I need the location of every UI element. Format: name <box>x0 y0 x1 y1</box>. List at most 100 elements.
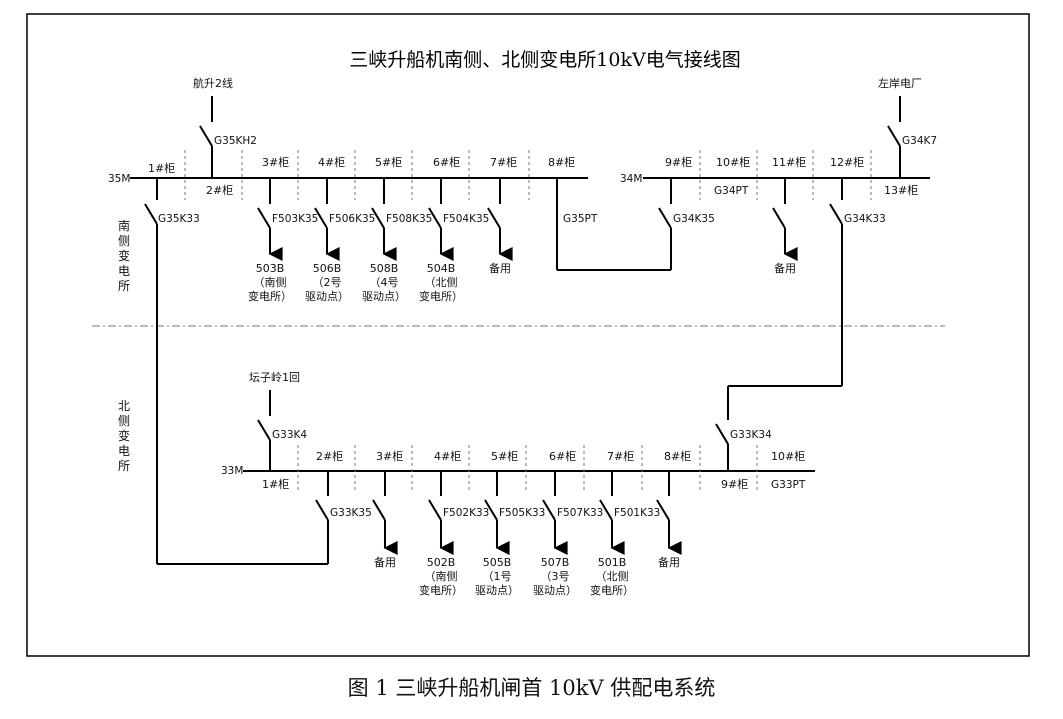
label-g33k35: G33K35 <box>330 507 372 519</box>
feeder-f505 <box>484 471 510 555</box>
label-g35pt: G35PT <box>563 213 598 225</box>
label-f507: F507K33 <box>557 507 603 519</box>
diagram-border <box>26 13 1030 657</box>
south-left-separators <box>184 150 530 200</box>
feeder-f502 <box>428 471 454 555</box>
cabinet-n3: 3#柜 <box>376 450 403 463</box>
south-char-3: 变 <box>118 248 130 263</box>
cabinet-s2: 2#柜 <box>206 184 233 197</box>
load-506b-2: （2号 <box>313 276 342 289</box>
south-substation-label: 南 侧 变 电 所 <box>118 218 130 293</box>
load-507b-2: （3号 <box>541 570 570 583</box>
cabinet-n5: 5#柜 <box>491 450 518 463</box>
figure-caption: 图 1 三峡升船机闸首 10kV 供配电系统 <box>347 676 716 700</box>
load-508b-2: （4号 <box>370 276 399 289</box>
label-g34k33: G34K33 <box>844 213 886 225</box>
load-505b-3: 驱动点） <box>475 584 519 597</box>
switch-g33k34 <box>715 418 729 471</box>
tie-35m-34m <box>556 178 672 271</box>
load-spare-n8: 备用 <box>658 555 680 569</box>
south-char-2: 侧 <box>118 234 130 248</box>
load-506b-3: 驱动点） <box>305 290 349 303</box>
cabinet-s9: 9#柜 <box>665 156 692 169</box>
label-f508: F508K35 <box>386 213 432 225</box>
label-g35k33: G35K33 <box>158 213 200 225</box>
cabinet-n1: 1#柜 <box>262 478 289 491</box>
north-char-1: 北 <box>118 399 130 413</box>
load-505b-1: 505B <box>483 556 512 569</box>
label-f505: F505K33 <box>499 507 545 519</box>
load-501b-3: 变电所） <box>590 583 634 597</box>
load-501b-2: （北侧 <box>596 570 629 583</box>
load-503b-1: 503B <box>256 262 285 275</box>
switch-g34k7 <box>887 96 901 178</box>
label-f503: F503K35 <box>272 213 318 225</box>
load-503b-3: 变电所） <box>248 289 292 303</box>
label-g34pt: G34PT <box>714 185 749 197</box>
cabinet-s5: 5#柜 <box>375 156 402 169</box>
switch-g35kh2 <box>199 96 213 178</box>
cabinet-s4: 4#柜 <box>318 156 345 169</box>
feeder-f508 <box>371 178 397 261</box>
load-504b-2: （北侧 <box>425 276 458 289</box>
incoming-hangsheng-label: 航升2线 <box>193 76 233 90</box>
south-char-5: 所 <box>118 279 130 293</box>
feeder-spare-s11 <box>772 178 798 261</box>
feeder-spare-n3 <box>372 471 398 555</box>
cabinet-n2: 2#柜 <box>316 450 343 463</box>
incoming-zuoan-label: 左岸电厂 <box>878 77 922 90</box>
north-substation-label: 北 侧 变 电 所 <box>118 399 130 473</box>
cabinet-s11: 11#柜 <box>772 156 806 169</box>
load-502b-1: 502B <box>427 556 456 569</box>
load-spare-s7: 备用 <box>489 261 511 275</box>
bus-34m-label: 34M <box>620 173 642 185</box>
label-g33k34: G33K34 <box>730 429 772 441</box>
cabinet-s12: 12#柜 <box>830 156 864 169</box>
switch-g33k4 <box>257 390 271 471</box>
feeder-f506 <box>314 178 340 261</box>
north-char-5: 所 <box>118 459 130 473</box>
feeder-spare-n8 <box>656 471 682 555</box>
load-501b-1: 501B <box>598 556 627 569</box>
feeder-f501 <box>599 471 625 555</box>
south-char-1: 南 <box>118 218 130 233</box>
bus-35m-label: 35M <box>108 173 130 185</box>
load-502b-2: （南侧 <box>425 570 458 583</box>
cabinet-s7: 7#柜 <box>490 156 517 169</box>
label-f501: F501K33 <box>614 507 660 519</box>
cabinet-n8: 8#柜 <box>664 450 691 463</box>
switch-g33k35 <box>315 471 329 521</box>
label-g35kh2: G35KH2 <box>214 135 257 147</box>
switch-g35k33 <box>144 178 329 565</box>
feeder-f504 <box>428 178 454 261</box>
label-f502: F502K33 <box>443 507 489 519</box>
cabinet-s3: 3#柜 <box>262 156 289 169</box>
load-507b-3: 驱动点） <box>533 584 577 597</box>
load-502b-3: 变电所） <box>419 583 463 597</box>
cabinet-s6: 6#柜 <box>433 156 460 169</box>
load-507b-1: 507B <box>541 556 570 569</box>
incoming-tanziling-label: 坛子岭1回 <box>249 370 300 384</box>
switch-g34k33 <box>727 178 843 418</box>
load-503b-2: （南侧 <box>254 276 287 289</box>
cabinet-s10: 10#柜 <box>716 156 750 169</box>
label-f506: F506K35 <box>329 213 375 225</box>
north-separators <box>297 445 758 492</box>
label-g34k35: G34K35 <box>673 213 715 225</box>
feeder-spare-s7 <box>487 178 513 261</box>
cabinet-n9: 9#柜 <box>721 478 748 491</box>
diagram-title: 三峡升船机南侧、北侧变电所10kV电气接线图 <box>349 49 740 71</box>
cabinet-s1: 1#柜 <box>148 162 175 175</box>
south-right-separators <box>699 150 872 200</box>
feeder-f507 <box>542 471 568 555</box>
label-g33pt: G33PT <box>771 479 806 491</box>
load-spare-s11: 备用 <box>774 261 796 275</box>
load-504b-3: 变电所） <box>419 289 463 303</box>
label-g33k4: G33K4 <box>272 429 307 441</box>
load-505b-2: （1号 <box>483 570 512 583</box>
cabinet-n6: 6#柜 <box>549 450 576 463</box>
load-508b-1: 508B <box>370 262 399 275</box>
cabinet-n7: 7#柜 <box>607 450 634 463</box>
cabinet-s8: 8#柜 <box>548 156 575 169</box>
label-g34k7: G34K7 <box>902 135 937 147</box>
